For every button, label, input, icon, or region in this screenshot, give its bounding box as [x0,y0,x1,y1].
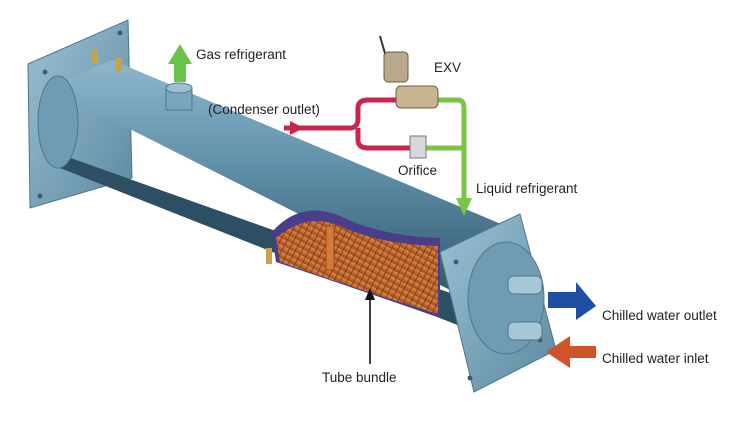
chilled-water-outlet-label: Chilled water outlet [602,308,717,323]
chilled-water-inlet-label: Chilled water inlet [602,351,709,366]
liquid-arrow-icon [456,198,472,216]
condenser-line [284,97,412,151]
exv-valve [379,35,439,109]
chilled-water-inlet-arrow-icon [546,336,596,368]
water-nozzles [507,275,543,341]
orifice-label: Orifice [398,163,438,178]
gas-arrow-icon [168,44,192,82]
exv-label: EXV [434,60,462,75]
orifice-block [409,135,427,159]
chilled-water-outlet-arrow-icon [548,282,596,320]
shell-cutaway [272,210,440,318]
condenser-arrow-icon [290,121,304,135]
gas-refrigerant-label: Gas refrigerant [196,47,287,62]
condenser-outlet-label: (Condenser outlet) [208,102,320,117]
tube-bundle [276,221,438,314]
liquid-refrigerant-label: Liquid refrigerant [476,181,578,196]
tube-bundle-label: Tube bundle [322,370,397,385]
liquid-line [424,97,472,216]
gas-outlet-nozzle [165,82,193,111]
brass-fittings [92,50,272,264]
tube-bundle-pointer [365,288,375,364]
